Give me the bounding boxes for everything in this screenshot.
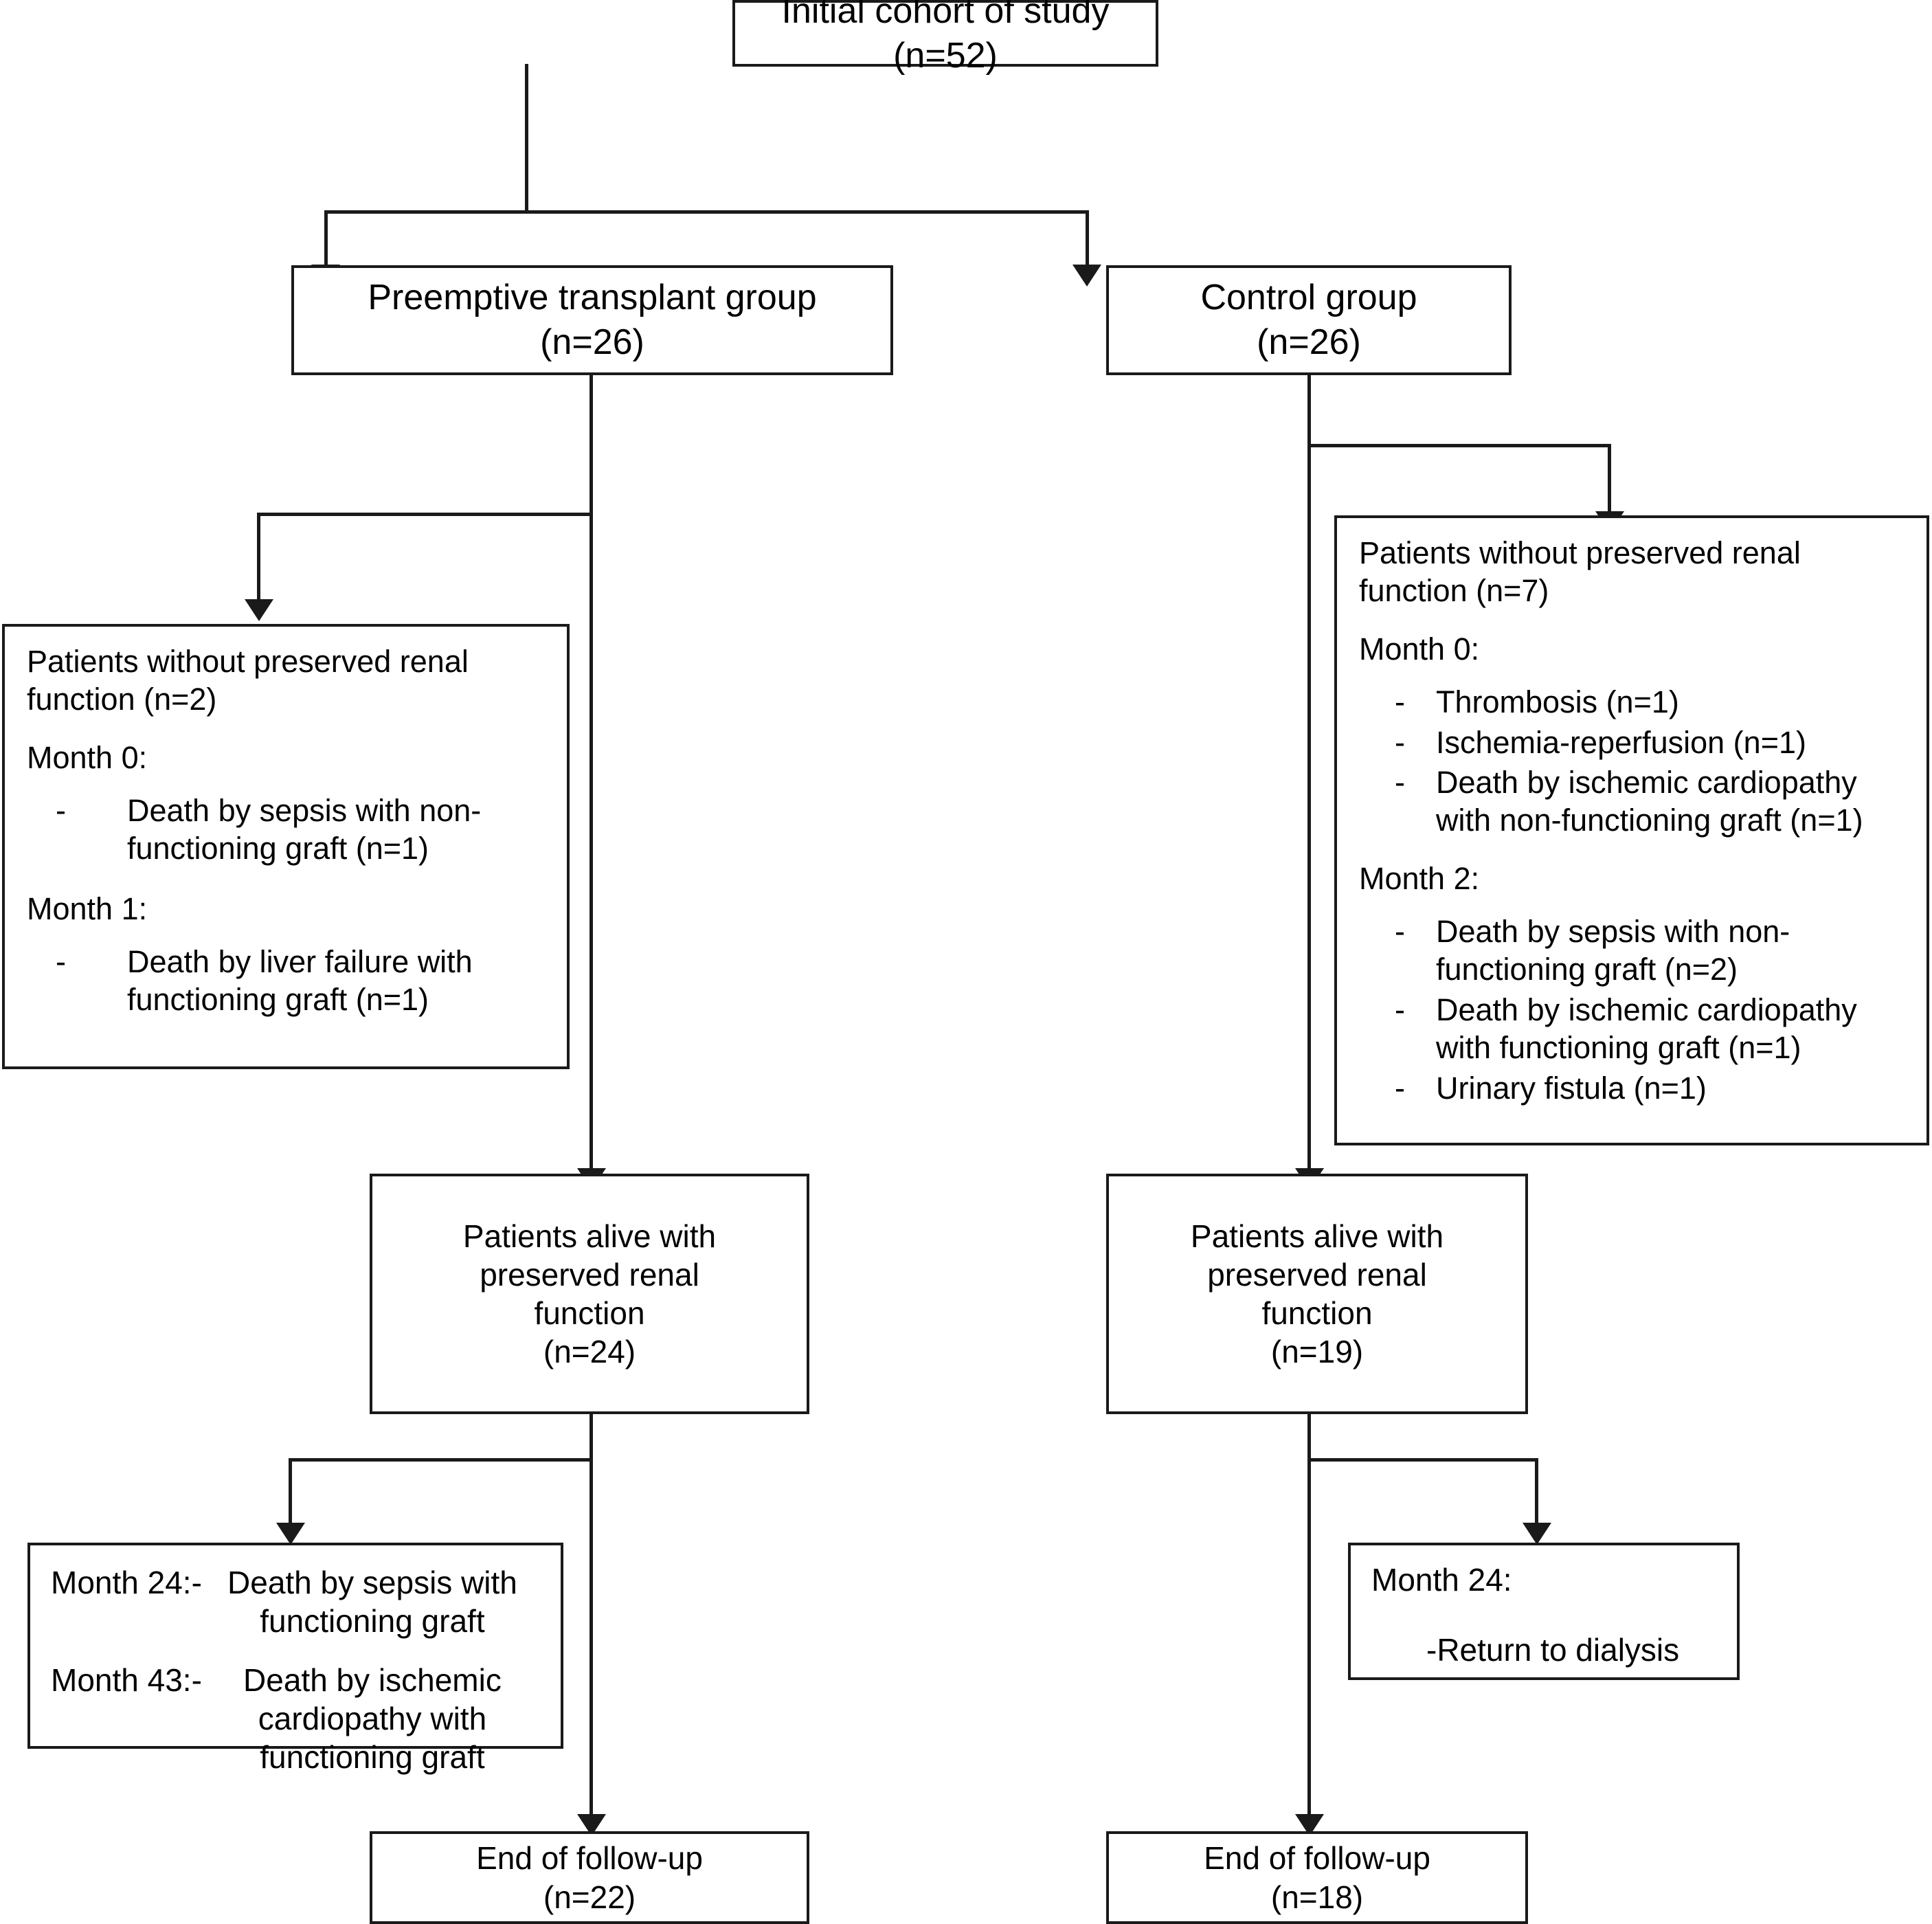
right-excluded-month-0-item-1: Ischemia-reperfusion (n=1) — [1436, 724, 1806, 760]
bullet-dash-icon: - — [56, 792, 66, 828]
node-right-late-events: Month 24: -Return to dialysis — [1348, 1543, 1740, 1680]
right-late-month-label: Month 24: — [1371, 1562, 1512, 1598]
right-alive-line1: Patients alive with — [1190, 1218, 1444, 1254]
right-late-item: -Return to dialysis — [1426, 1632, 1680, 1668]
bullet-dash-icon: - — [1395, 684, 1405, 719]
right-excluded-heading: Patients without preserved renal functio… — [1359, 535, 1810, 608]
left-end-label: End of follow-up — [476, 1840, 703, 1877]
left-late-row-1-label: Month 43:- — [51, 1662, 202, 1699]
connector-control-spine — [1307, 374, 1311, 1173]
bullet-dash-icon: - — [1395, 765, 1405, 801]
list-item: - Death by sepsis with non-functioning g… — [27, 792, 546, 868]
node-left-excluded: Patients without preserved renal functio… — [2, 624, 570, 1069]
connector-left-late-v — [289, 1458, 292, 1527]
preemptive-group-count: (n=26) — [540, 322, 644, 362]
node-left-alive: Patients alive with preserved renal func… — [370, 1174, 809, 1414]
control-group-label: Control group — [1200, 278, 1417, 317]
list-item: - Death by ischemic cardiopathy with fun… — [1359, 992, 1906, 1067]
right-excluded-month-0-item-2: Death by ischemic cardiopathy with non-f… — [1436, 765, 1863, 838]
left-late-row-1: Month 43:- Death by ischemic cardiopathy… — [51, 1661, 543, 1776]
initial-cohort-label: Initial cohort of study — [781, 0, 1110, 31]
left-excluded-month-0-label: Month 0: — [27, 739, 148, 775]
node-preemptive-group: Preemptive transplant group (n=26) — [291, 265, 893, 375]
list-item: - Death by sepsis with non-functioning g… — [1359, 913, 1906, 989]
left-alive-line1: Patients alive with — [462, 1218, 717, 1254]
node-initial-cohort: Initial cohort of study (n=52) — [732, 0, 1158, 76]
connector-right-lower-spine — [1307, 1411, 1311, 1820]
connector-left-excluded-v — [257, 513, 260, 603]
node-left-late-events: Month 24:- Death by sepsis with function… — [27, 1543, 563, 1775]
right-alive-line3: function — [1261, 1295, 1373, 1331]
left-late-row-1-value: Death by ischemic cardiopathy with funct… — [243, 1662, 502, 1776]
control-group-count: (n=26) — [1257, 322, 1361, 362]
arrow-to-control-group — [1072, 265, 1101, 287]
connector-split-right-down — [1086, 210, 1089, 269]
left-excluded-month-1-item-0: Death by liver failure with functioning … — [127, 944, 473, 1018]
left-alive-line2: preserved renal — [480, 1256, 699, 1293]
arrow-to-left-late-events — [276, 1523, 305, 1545]
right-excluded-month-0-item-0: Thrombosis (n=1) — [1436, 684, 1679, 719]
list-item: - Urinary fistula (n=1) — [1359, 1070, 1906, 1108]
right-excluded-month-0-label: Month 0: — [1359, 631, 1480, 667]
right-excluded-month-2-item-1: Death by ischemic cardiopathy with funct… — [1436, 992, 1857, 1065]
left-late-row-0: Month 24:- Death by sepsis with function… — [51, 1563, 543, 1640]
right-excluded-month-2-label: Month 2: — [1359, 861, 1480, 897]
connector-left-late-h — [289, 1458, 593, 1462]
connector-split-left-down — [324, 210, 328, 269]
right-alive-count: (n=19) — [1270, 1334, 1364, 1370]
list-item: - Thrombosis (n=1) — [1359, 684, 1906, 722]
left-excluded-month-0-item-0: Death by sepsis with non-functioning gra… — [127, 792, 482, 866]
connector-preemptive-spine — [589, 374, 593, 1173]
list-item: - Death by liver failure with functionin… — [27, 943, 546, 1019]
connector-right-excluded-h — [1307, 444, 1611, 447]
connector-split-bar — [324, 210, 1089, 214]
connector-right-excluded-v — [1608, 444, 1611, 515]
right-excluded-month-0-list: - Thrombosis (n=1) - Ischemia-reperfusio… — [1359, 684, 1906, 843]
node-control-group: Control group (n=26) — [1106, 265, 1512, 375]
arrow-to-left-excluded — [245, 599, 273, 621]
connector-left-excluded-h — [257, 513, 593, 516]
left-end-count: (n=22) — [543, 1879, 636, 1915]
bullet-dash-icon: - — [56, 944, 66, 980]
right-excluded-month-2-item-2: Urinary fistula (n=1) — [1436, 1070, 1707, 1106]
bullet-dash-icon: - — [1395, 1070, 1405, 1106]
connector-initial-down — [525, 64, 528, 212]
right-excluded-month-2-list: - Death by sepsis with non-functioning g… — [1359, 913, 1906, 1110]
right-end-count: (n=18) — [1270, 1879, 1364, 1915]
right-alive-line2: preserved renal — [1207, 1256, 1427, 1293]
left-excluded-heading: Patients without preserved renal functio… — [27, 644, 478, 717]
node-right-alive: Patients alive with preserved renal func… — [1106, 1174, 1528, 1414]
arrow-to-right-late-events — [1523, 1523, 1551, 1545]
connector-left-lower-spine — [589, 1411, 593, 1820]
initial-cohort-count: (n=52) — [893, 35, 998, 76]
bullet-dash-icon: - — [1395, 992, 1405, 1027]
right-end-label: End of follow-up — [1204, 1840, 1430, 1877]
list-item: - Ischemia-reperfusion (n=1) — [1359, 724, 1906, 762]
node-right-end: End of follow-up (n=18) — [1106, 1831, 1528, 1924]
left-excluded-month-1-list: - Death by liver failure with functionin… — [27, 943, 546, 1022]
connector-right-late-h — [1307, 1458, 1538, 1462]
bullet-dash-icon: - — [1395, 914, 1405, 950]
preemptive-group-label: Preemptive transplant group — [368, 278, 817, 317]
node-left-end: End of follow-up (n=22) — [370, 1831, 809, 1924]
bullet-dash-icon: - — [1395, 724, 1405, 760]
left-excluded-month-0-list: - Death by sepsis with non-functioning g… — [27, 792, 546, 871]
node-right-excluded: Patients without preserved renal functio… — [1334, 515, 1929, 1145]
list-item: - Death by ischemic cardiopathy with non… — [1359, 764, 1906, 840]
left-late-row-0-label: Month 24:- — [51, 1565, 202, 1600]
left-alive-line3: function — [534, 1295, 645, 1331]
right-excluded-month-2-item-0: Death by sepsis with non-functioning gra… — [1436, 914, 1790, 987]
left-late-row-0-value: Death by sepsis with functioning graft — [227, 1565, 517, 1640]
left-excluded-month-1-label: Month 1: — [27, 891, 148, 927]
connector-right-late-v — [1535, 1458, 1538, 1527]
left-alive-count: (n=24) — [543, 1334, 636, 1370]
